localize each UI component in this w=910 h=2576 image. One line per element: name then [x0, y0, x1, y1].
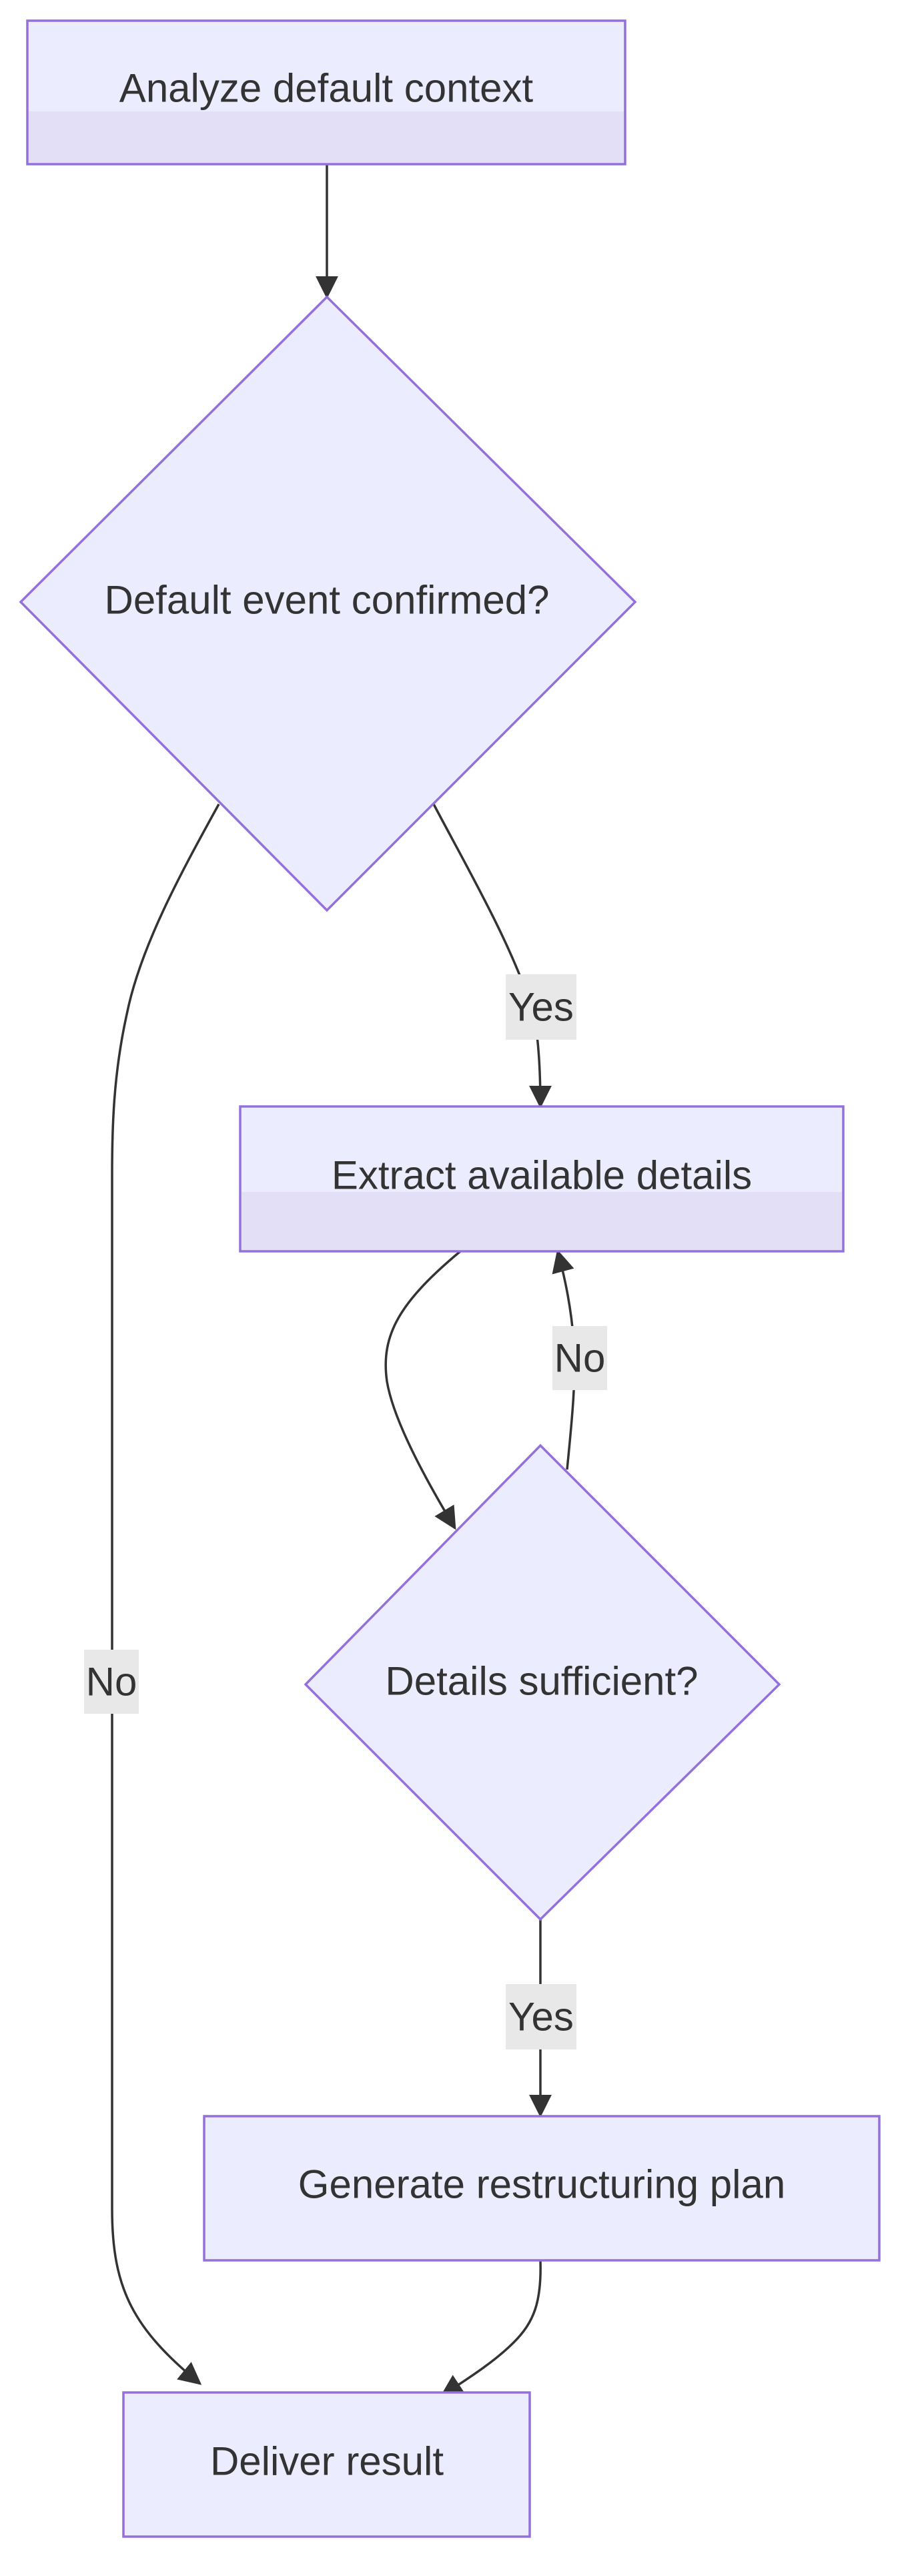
edge-label-confirmed-yes-text: Yes — [508, 985, 574, 1030]
edge-extract-to-sufficient — [384, 1250, 462, 1530]
node-sufficient-label: Details sufficient? — [385, 1659, 698, 1704]
edge-label-confirmed-no: No — [84, 1650, 139, 1714]
edge-label-sufficient-yes-text: Yes — [508, 1995, 574, 2039]
edge-label-confirmed-yes: Yes — [506, 974, 576, 1040]
node-deliver-label: Deliver result — [210, 2439, 444, 2484]
node-extract-label: Extract available details — [332, 1153, 752, 1198]
edge-generate-to-deliver — [440, 2260, 542, 2397]
node-default-event-confirmed: Default event confirmed? — [19, 295, 637, 912]
edge-label-confirmed-no-text: No — [86, 1660, 137, 1704]
edge-labels: Yes No No Yes — [84, 974, 607, 2049]
node-extract-available-details: Extract available details — [239, 1105, 845, 1253]
edge-confirmed-to-extract — [432, 803, 552, 1108]
node-generate-label: Generate restructuring plan — [298, 2162, 785, 2207]
edge-confirmed-to-deliver — [111, 803, 220, 2385]
node-details-sufficient: Details sufficient? — [304, 1443, 781, 1921]
node-analyze-label: Analyze default context — [119, 66, 534, 111]
node-analyze-default-context: Analyze default context — [26, 19, 626, 166]
edge-label-sufficient-no-text: No — [554, 1336, 606, 1381]
node-generate-restructuring-plan: Generate restructuring plan — [203, 2115, 881, 2262]
node-deliver-result: Deliver result — [122, 2391, 531, 2538]
node-confirmed-label: Default event confirmed? — [104, 578, 549, 623]
nodes: Analyze default context Default event co… — [19, 19, 881, 2538]
edge-label-sufficient-no: No — [552, 1326, 607, 1390]
edge-label-sufficient-yes: Yes — [506, 1984, 576, 2049]
